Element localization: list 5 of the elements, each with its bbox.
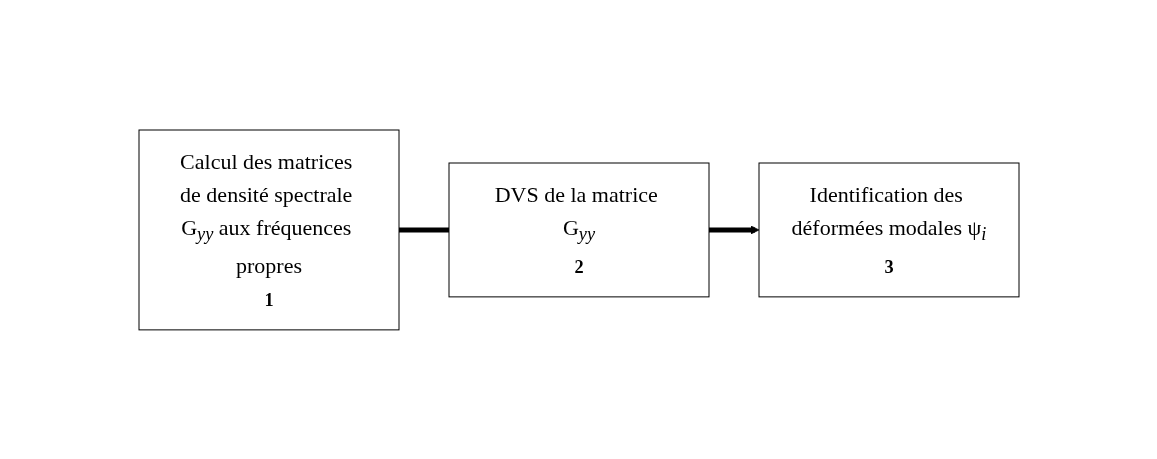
node-box: DVS de la matrice G$_{yy}$ 2 <box>448 162 709 297</box>
node-box: Calcul des matrices de densité spectrale G$_{yy}$ aux fréquences propres 1 <box>138 129 399 330</box>
node-box: Identification des déformées modales ψ$_{i}$ 3 <box>758 162 1019 297</box>
arrow <box>708 225 759 234</box>
connector <box>398 227 449 232</box>
